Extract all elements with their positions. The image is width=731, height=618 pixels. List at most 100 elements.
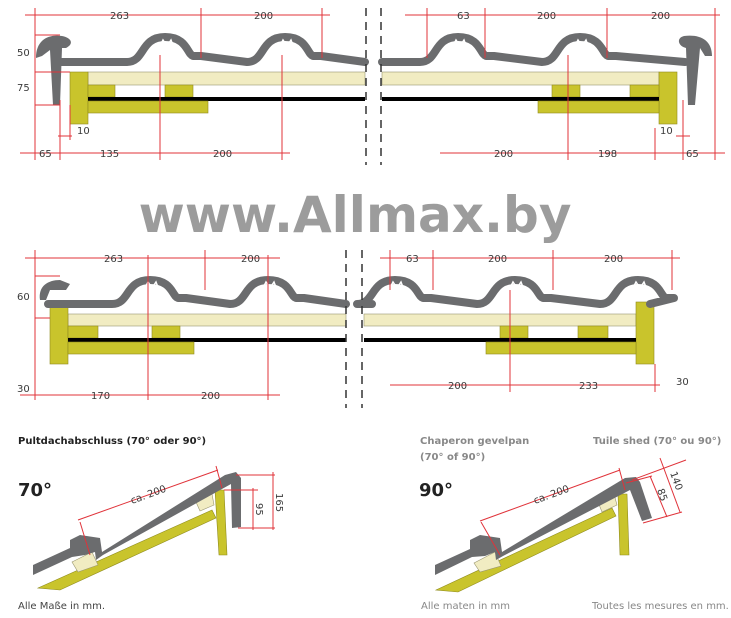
watermark: www.Allmax.by [139,186,572,244]
dim-label: 200 [651,11,670,22]
dim-label: 135 [100,149,119,160]
dim-label: 263 [104,254,123,265]
tile-profile [378,33,689,66]
counter-batten [67,325,99,339]
dim-label: 75 [17,83,30,94]
tile-interlock [261,280,278,291]
counter-batten [499,325,529,339]
batten [87,71,366,86]
section1-left-structure [69,71,366,125]
section1-tiles [36,33,712,106]
dim-label: 60 [17,292,30,303]
break-lines [345,8,382,408]
detail-left: Pultdachabschluss (70° oder 90°) 70° ca.… [18,436,284,612]
detail-title: Tuile shed (70° ou 90°) [593,436,721,447]
verge-tile-hook [678,35,712,106]
dim-label: 140 [667,470,684,492]
tile-interlock [573,38,590,49]
batten [473,551,502,573]
verge-tile-hook [36,35,71,105]
counter-batten [629,84,660,98]
detail-title: Pultdachabschluss (70° oder 90°) [18,436,206,447]
section2-tiles [39,276,678,308]
dim-label: 200 [488,254,507,265]
tile-profile [353,276,678,308]
dimension-lines [20,8,725,400]
fascia-board [69,71,89,125]
tile-profile [44,276,350,308]
tile-interlock [158,38,175,49]
dim-label: 65 [39,149,52,160]
dim-label: 200 [254,11,273,22]
tile-interlock [451,38,468,49]
batten [71,551,99,573]
verge-tile-hook [39,280,70,300]
dim-label: 200 [201,391,220,402]
dim-label: 30 [17,384,30,395]
dim-label: 10 [660,126,673,137]
angle-label: 70° [18,480,52,501]
dim-label: 63 [457,11,470,22]
section2-right-structure [363,301,655,365]
dim-label: 65 [686,149,699,160]
dim-label: 263 [110,11,129,22]
post [214,489,228,556]
dim-label: 200 [448,381,467,392]
rafter [36,509,217,591]
fascia-board [658,71,678,125]
shed-tile [435,477,652,575]
tile-interlock [388,280,405,291]
dimension-labels: 263 200 50 75 10 65 135 200 63 200 200 1… [17,11,699,402]
dim-label: 200 [604,254,623,265]
note: Toutes les mesures en mm. [591,601,729,612]
fascia-board [49,301,69,365]
rafter [485,341,637,355]
fascia-board [635,301,655,365]
dim-label: 200 [213,149,232,160]
section1-right-structure [381,71,678,125]
post [617,493,630,556]
rafter [87,100,209,114]
dim-label: 95 [253,503,264,516]
tile-interlock [278,38,295,49]
dim-label: 85 [654,487,669,503]
counter-batten [551,84,581,98]
counter-batten [164,84,194,98]
shed-tile [33,472,241,575]
dim-label: 165 [273,493,284,512]
tile-profile [56,33,369,66]
membrane [68,338,346,342]
membrane [382,97,659,101]
counter-batten [87,84,116,98]
rafter [434,507,617,593]
section2-left-structure [49,301,347,365]
note: Alle maten in mm [421,601,510,612]
batten [381,71,660,86]
batten [67,313,347,327]
membrane [88,97,365,101]
dim-label: 170 [91,391,110,402]
tile-interlock [143,280,160,291]
dim-label: ca. 200 [129,484,168,507]
batten [363,313,637,327]
detail-subtitle: (70° of 90°) [420,452,485,463]
tile-interlock [631,280,648,291]
rafter [537,100,660,114]
dim-label: 30 [676,377,689,388]
membrane [364,338,636,342]
counter-batten [577,325,609,339]
angle-label: 90° [419,480,453,501]
tile-interlock [508,280,525,291]
dim-label: ca. 200 [532,484,571,507]
note: Alle Maße in mm. [18,601,105,612]
counter-batten [151,325,181,339]
dim-label: 63 [406,254,419,265]
rafter [67,341,195,355]
detail-title: Chaperon gevelpan [420,436,529,447]
dim-label: 233 [579,381,598,392]
dim-label: 10 [77,126,90,137]
dim-label: 50 [17,48,30,59]
dim-label: 200 [241,254,260,265]
dim-label: 200 [494,149,513,160]
